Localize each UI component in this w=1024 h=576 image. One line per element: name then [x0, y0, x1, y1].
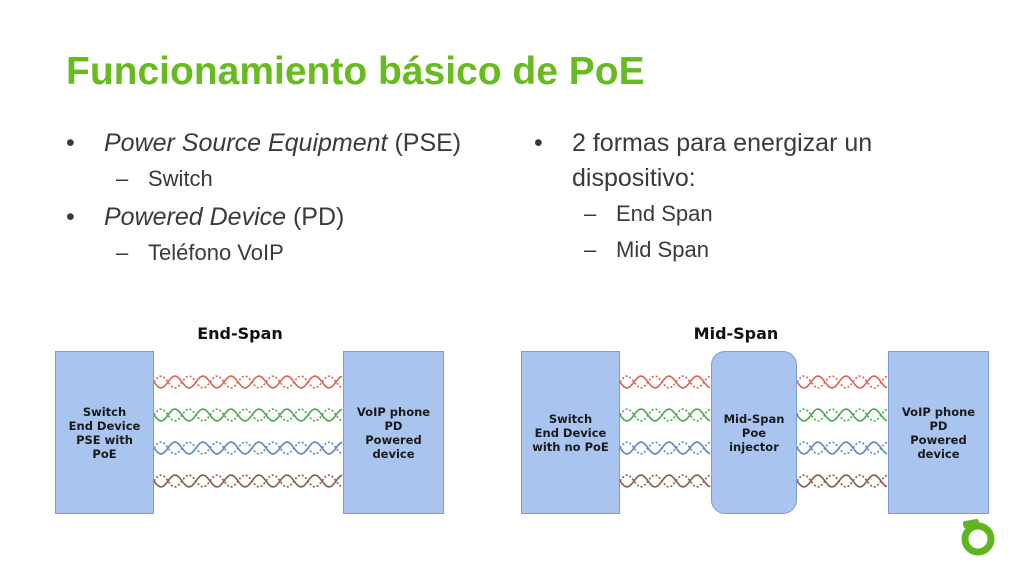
mid-span-phone-label: VoIP phone PD Powered device [901, 404, 976, 461]
sub-bullet-end-span: – End Span [534, 199, 974, 229]
bullet-pd: • Powered Device (PD) [66, 200, 486, 235]
pse-abbrev: (PSE) [394, 129, 462, 157]
end-span-title: End-Span [197, 324, 283, 343]
slide-title: Funcionamiento básico de PoE [66, 50, 645, 93]
end-span-switch-label: Switch End Device PSE with PoE [68, 404, 141, 461]
mid-span-wires-left [620, 375, 711, 488]
pse-term: Power Source Equipment [104, 129, 388, 157]
twisted-pair-wire [797, 474, 888, 488]
mid-span-title: Mid-Span [693, 324, 779, 343]
sub-bullet-switch-text: Switch [148, 166, 213, 191]
twisted-pair-wire [797, 408, 888, 422]
bullet-formas-text: 2 formas para energizar un dispositivo: [572, 129, 873, 192]
twisted-pair-wire [620, 408, 711, 422]
twisted-pair-wire [797, 441, 888, 455]
twisted-pair-wire [154, 375, 343, 389]
sub-dash: – [584, 201, 597, 226]
sub-dash: – [116, 166, 129, 191]
twisted-pair-wire [797, 375, 888, 389]
twisted-pair-wire [620, 441, 711, 455]
mid-span-switch-box: Switch End Device with no PoE [521, 351, 620, 514]
twisted-pair-wire [797, 474, 888, 488]
twisted-pair-wire [154, 375, 343, 389]
twisted-pair-wire [620, 408, 711, 422]
sub-bullet-mid-span: – Mid Span [534, 235, 974, 265]
green-ring-logo-icon [961, 518, 995, 556]
twisted-pair-wire [797, 375, 888, 389]
twisted-pair-wire [154, 408, 343, 422]
twisted-pair-wire [620, 441, 711, 455]
twisted-pair-wire [620, 375, 711, 389]
left-bullet-column: • Power Source Equipment (PSE) – Switch … [66, 126, 486, 274]
sub-bullet-voip: – Teléfono VoIP [66, 238, 486, 268]
sub-dash: – [584, 237, 597, 262]
mid-span-injector-label: Mid-Span Poe injector [723, 411, 785, 454]
end-span-phone-label: VoIP phone PD Powered device [356, 404, 431, 461]
twisted-pair-wire [154, 408, 343, 422]
mid-span-switch-label: Switch End Device with no PoE [532, 411, 609, 454]
mid-span-wires-right [797, 375, 888, 488]
twisted-pair-wire [154, 441, 343, 455]
twisted-pair-wire [154, 474, 343, 488]
pd-abbrev: (PD) [292, 203, 345, 231]
twisted-pair-wire [797, 408, 888, 422]
bullet-formas: • 2 formas para energizar un dispositivo… [534, 126, 974, 196]
right-bullet-column: • 2 formas para energizar un dispositivo… [534, 126, 974, 271]
twisted-pair-wire [620, 474, 711, 488]
end-span-switch-box: Switch End Device PSE with PoE [55, 351, 154, 514]
sub-bullet-end-span-text: End Span [616, 201, 713, 226]
bullet-pse: • Power Source Equipment (PSE) [66, 126, 486, 161]
pd-term: Powered Device [104, 203, 287, 231]
sub-dash: – [116, 240, 129, 265]
end-span-phone-box: VoIP phone PD Powered device [343, 351, 444, 514]
bullet-dot: • [534, 129, 543, 157]
bullet-dot: • [66, 203, 75, 231]
end-span-wires [154, 375, 343, 488]
twisted-pair-wire [620, 474, 711, 488]
twisted-pair-wire [620, 375, 711, 389]
mid-span-phone-box: VoIP phone PD Powered device [888, 351, 989, 514]
sub-bullet-mid-span-text: Mid Span [616, 237, 709, 262]
sub-bullet-voip-text: Teléfono VoIP [148, 240, 284, 265]
twisted-pair-wire [797, 441, 888, 455]
bullet-dot: • [66, 129, 75, 157]
twisted-pair-wire [154, 441, 343, 455]
twisted-pair-wire [154, 474, 343, 488]
mid-span-injector-box: Mid-Span Poe injector [711, 351, 797, 514]
sub-bullet-switch: – Switch [66, 164, 486, 194]
